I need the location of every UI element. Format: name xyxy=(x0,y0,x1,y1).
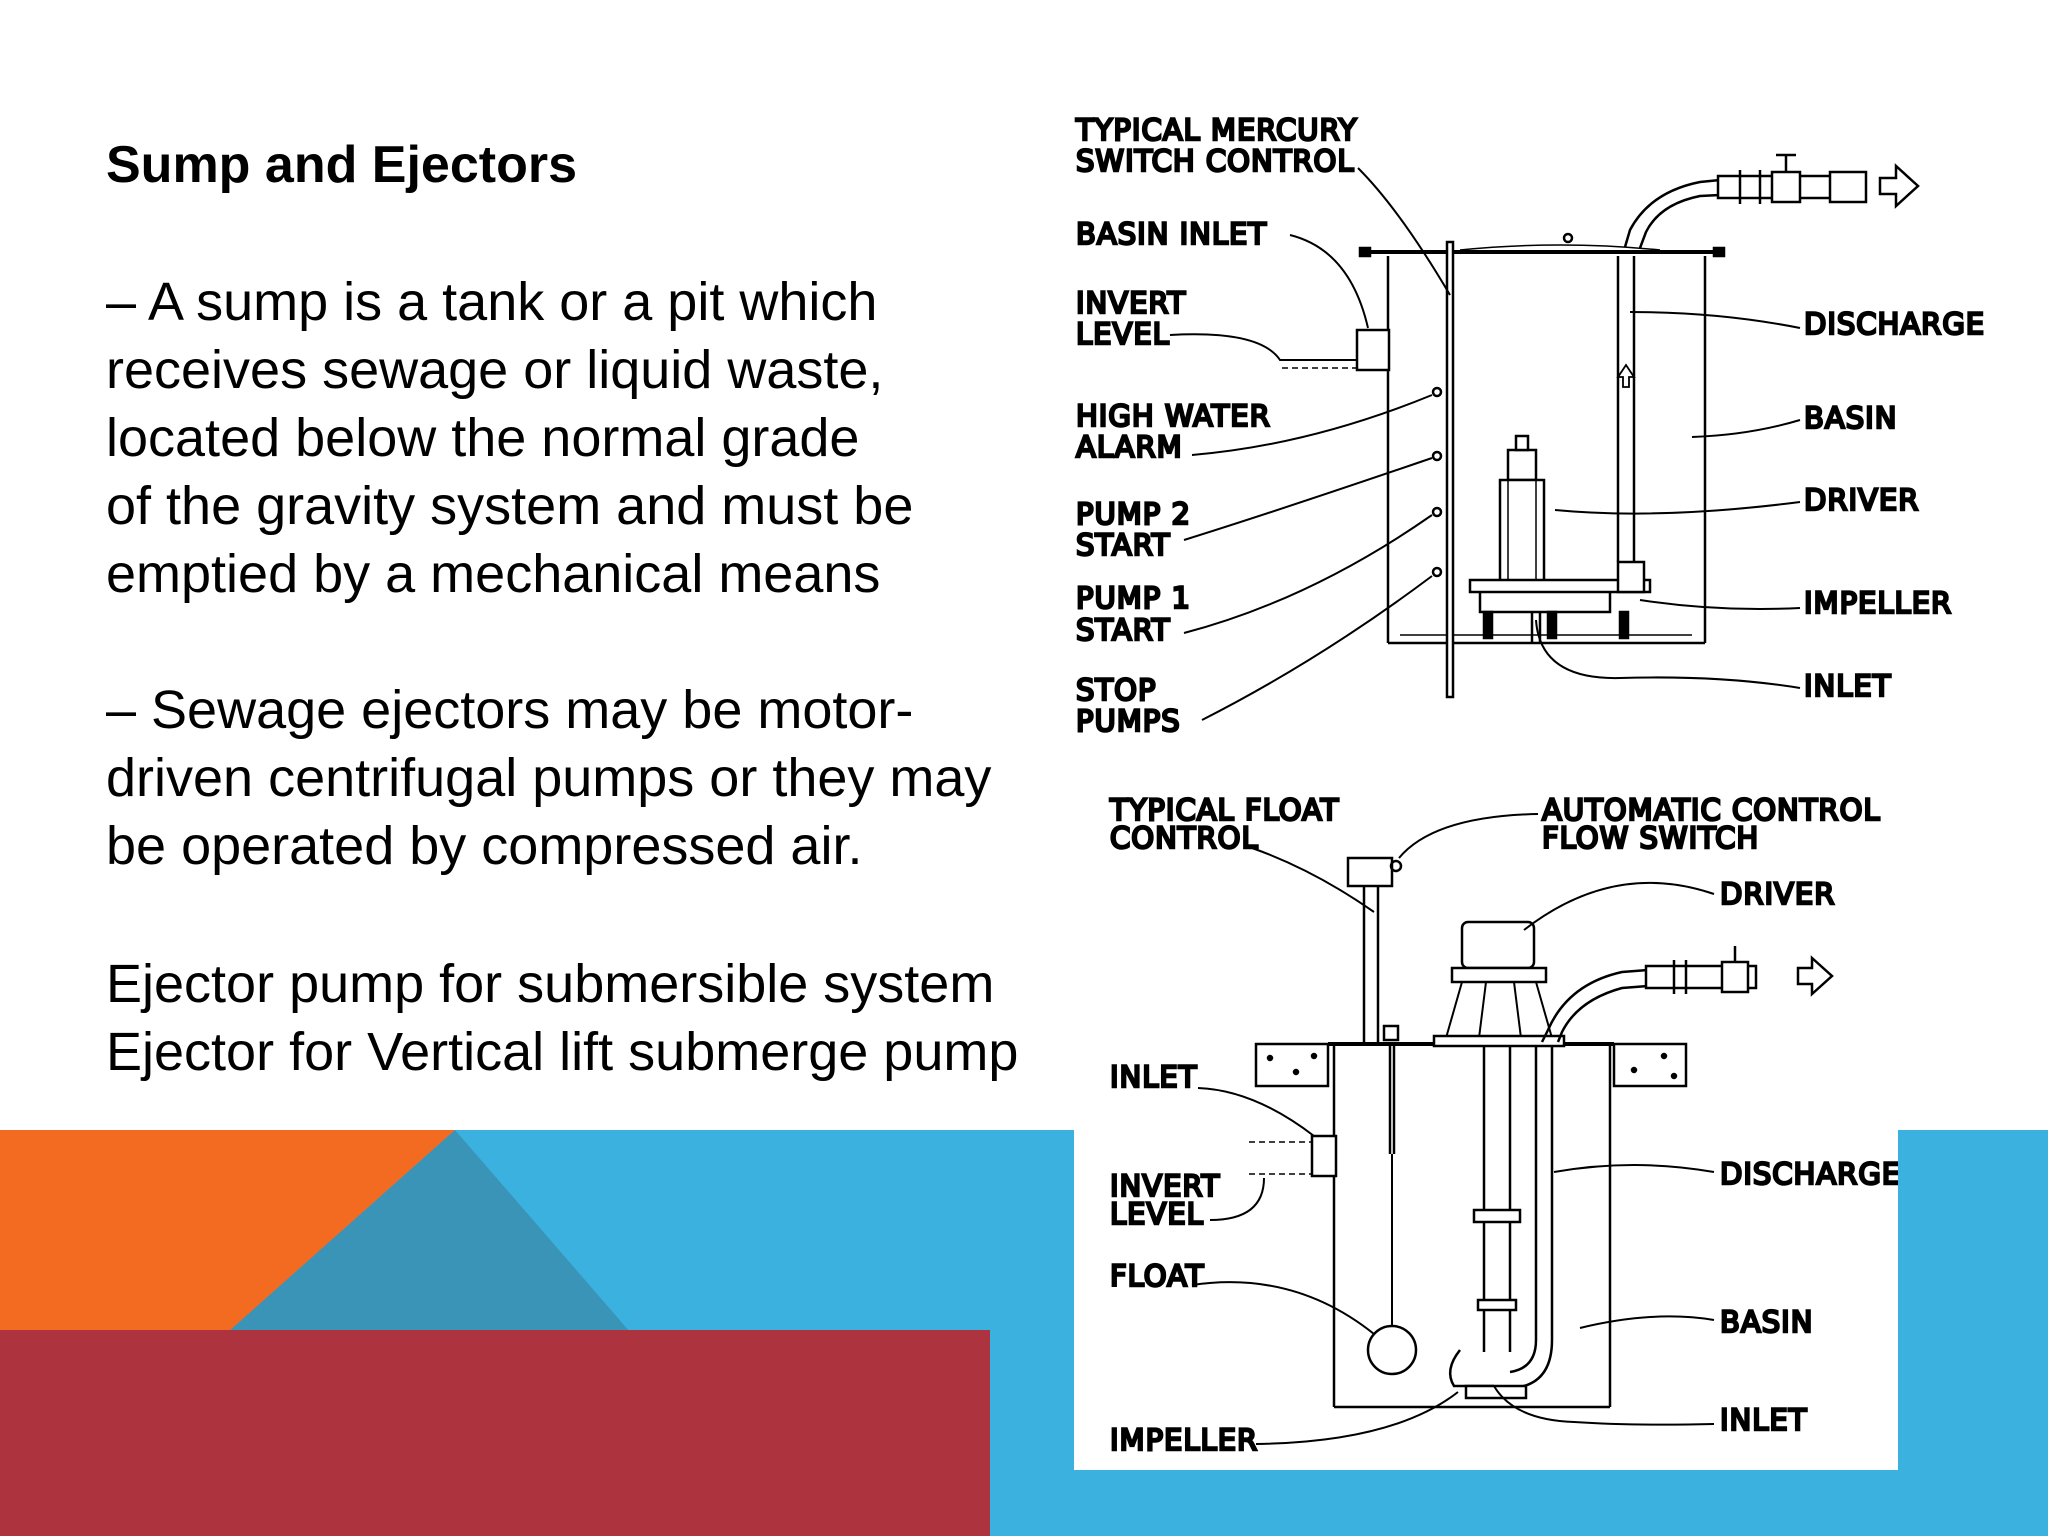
text-line: emptied by a mechanical means xyxy=(106,544,881,604)
paragraph-sewage-ejectors: – Sewage ejectors may be motor- driven c… xyxy=(106,676,991,880)
label-invert-level: LEVEL xyxy=(1110,1197,1204,1231)
label-pump2-start: START xyxy=(1076,528,1170,562)
text-line: located below the normal grade xyxy=(106,408,860,468)
text-line: – A sump is a tank or a pit which xyxy=(106,272,878,332)
text-line: driven centrifugal pumps or they may xyxy=(106,748,992,808)
label-auto-control: FLOW SWITCH xyxy=(1542,821,1759,855)
diagram-panel-bottom xyxy=(1074,1100,1898,1470)
teal-triangle xyxy=(228,1130,630,1332)
label-float-control: TYPICAL FLOAT xyxy=(1109,793,1339,827)
label-inlet: INLET xyxy=(1110,1060,1197,1094)
diagram-vertical-lift-pump: TYPICAL FLOAT CONTROL AUTOMATIC CONTROL … xyxy=(1074,780,1902,1475)
label-driver: DRIVER xyxy=(1804,483,1919,517)
label-inlet: INLET xyxy=(1804,669,1891,703)
text-line: – Sewage ejectors may be motor- xyxy=(106,680,914,740)
label-stop-pumps: PUMPS xyxy=(1076,704,1181,738)
label-invert-level: INVERT xyxy=(1110,1169,1220,1203)
diagram-submersible-ejector: TYPICAL MERCURY SWITCH CONTROL BASIN INL… xyxy=(1060,100,2000,755)
label-stop-pumps: STOP xyxy=(1076,673,1156,707)
label-pump1-start: START xyxy=(1076,613,1170,647)
label-high-water-alarm: ALARM xyxy=(1076,430,1183,464)
label-mercury-switch: SWITCH CONTROL xyxy=(1076,144,1355,178)
label-basin-inlet: BASIN INLET xyxy=(1076,217,1267,251)
text-line: be operated by compressed air. xyxy=(106,816,863,876)
label-basin: BASIN xyxy=(1720,1305,1813,1339)
label-invert-level: LEVEL xyxy=(1076,317,1170,351)
label-basin: BASIN xyxy=(1804,401,1897,435)
red-block xyxy=(0,1330,990,1536)
paragraph-ejector-types: Ejector pump for submersible system Ejec… xyxy=(106,950,1018,1086)
paragraph-sump-definition: – A sump is a tank or a pit which receiv… xyxy=(106,268,913,608)
text-line: Ejector pump for submersible system xyxy=(106,954,995,1014)
label-float: FLOAT xyxy=(1110,1259,1204,1293)
label-pump2-start: PUMP 2 xyxy=(1076,497,1191,531)
label-impeller: IMPELLER xyxy=(1804,586,1952,620)
label-discharge: DISCHARGE xyxy=(1804,307,1985,341)
label-high-water-alarm: HIGH WATER xyxy=(1076,399,1271,433)
slide-title: Sump and Ejectors xyxy=(106,136,577,194)
label-auto-control: AUTOMATIC CONTROL xyxy=(1542,793,1881,827)
label-driver: DRIVER xyxy=(1720,877,1835,911)
label-discharge: DISCHARGE xyxy=(1720,1157,1898,1191)
label-inlet: INLET xyxy=(1720,1403,1807,1437)
label-mercury-switch: TYPICAL MERCURY xyxy=(1075,113,1357,147)
label-invert-level: INVERT xyxy=(1076,286,1186,320)
label-pump1-start: PUMP 1 xyxy=(1076,581,1191,615)
label-float-control: CONTROL xyxy=(1110,821,1259,855)
label-impeller: IMPELLER xyxy=(1110,1423,1258,1457)
text-line: of the gravity system and must be xyxy=(106,476,914,536)
text-line: receives sewage or liquid waste, xyxy=(106,340,884,400)
text-line: Ejector for Vertical lift submerge pump xyxy=(106,1022,1019,1082)
